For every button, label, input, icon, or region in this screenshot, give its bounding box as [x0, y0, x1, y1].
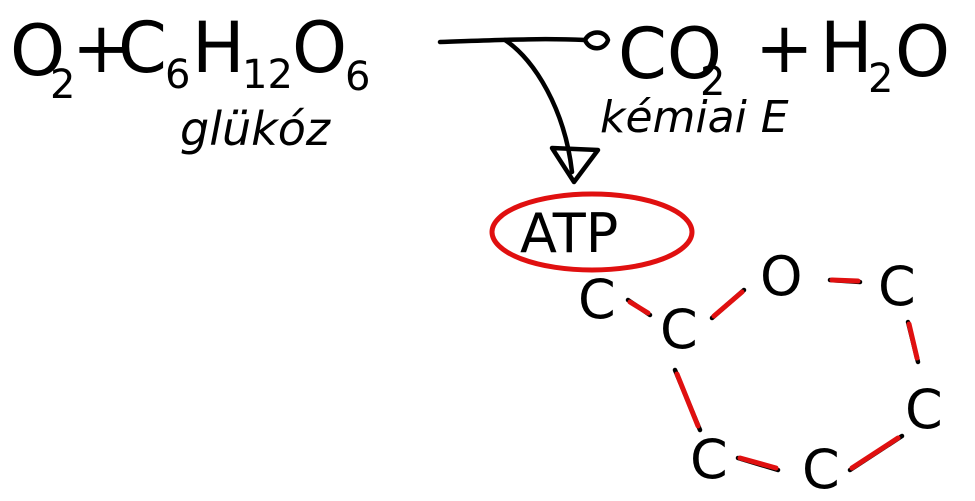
ring-bond-7-red	[674, 371, 701, 429]
oxygen-symbol: O	[10, 10, 65, 92]
oxygen-subscript: 2	[50, 62, 75, 108]
water-hydrogen-subscript: 2	[868, 56, 893, 102]
atp-label: ATP	[520, 202, 618, 265]
ring-atom-2: C	[660, 298, 698, 361]
reaction-arrow-line	[437, 36, 588, 45]
glucose-oxygen-subscript: 6	[345, 54, 370, 100]
water-hydrogen-symbol: H	[820, 7, 873, 89]
glucose-label: glükóz	[180, 102, 331, 156]
plus-sign-right: +	[755, 7, 814, 89]
ring-bond-6-red	[737, 455, 779, 471]
ring-bond-5-red	[849, 435, 901, 471]
sugar-ring-structure: C C O C C C C	[578, 245, 943, 501]
reaction-arrow-head	[582, 30, 611, 51]
ring-atom-6: C	[802, 438, 840, 501]
carbon-dioxide-subscript: 2	[700, 59, 725, 105]
ring-atom-3: O	[760, 245, 803, 308]
energy-arrow-head	[549, 145, 601, 185]
hydrogen-subscript: 12	[242, 52, 293, 98]
energy-branch-arrow	[502, 37, 575, 175]
ring-bond-3-red	[829, 277, 861, 284]
ring-bond-2-red	[711, 289, 745, 319]
hydrogen-symbol: H	[192, 7, 245, 89]
atp-highlight-circle	[489, 191, 695, 273]
ring-atom-1: C	[578, 268, 616, 331]
ring-atom-7: C	[690, 428, 728, 491]
reaction-equation: O 2 + C 6 H 12 O 6 CO 2 + H 2 O	[10, 7, 950, 108]
carbon-dioxide-symbol: CO	[618, 13, 722, 95]
ring-atom-4: C	[878, 255, 916, 318]
ring-atom-5: C	[905, 378, 943, 441]
plus-sign-left: +	[72, 7, 131, 89]
carbon-symbol: C	[118, 7, 167, 89]
carbon-subscript: 6	[165, 52, 190, 98]
ring-bond-1-red	[627, 299, 651, 316]
glucose-oxygen-symbol: O	[292, 7, 347, 89]
ring-bond-4-red	[906, 321, 920, 361]
chemical-energy-label: kémiai E	[600, 92, 789, 143]
water-oxygen-symbol: O	[895, 11, 950, 93]
